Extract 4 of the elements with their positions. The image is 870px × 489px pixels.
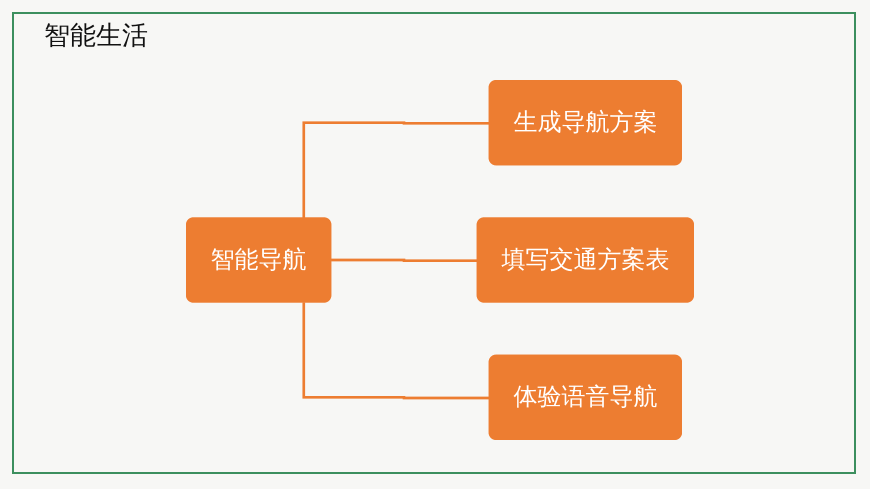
connector — [330, 258, 478, 262]
connector — [302, 302, 490, 400]
title: 智能生活 — [44, 20, 148, 53]
connector — [302, 121, 490, 219]
